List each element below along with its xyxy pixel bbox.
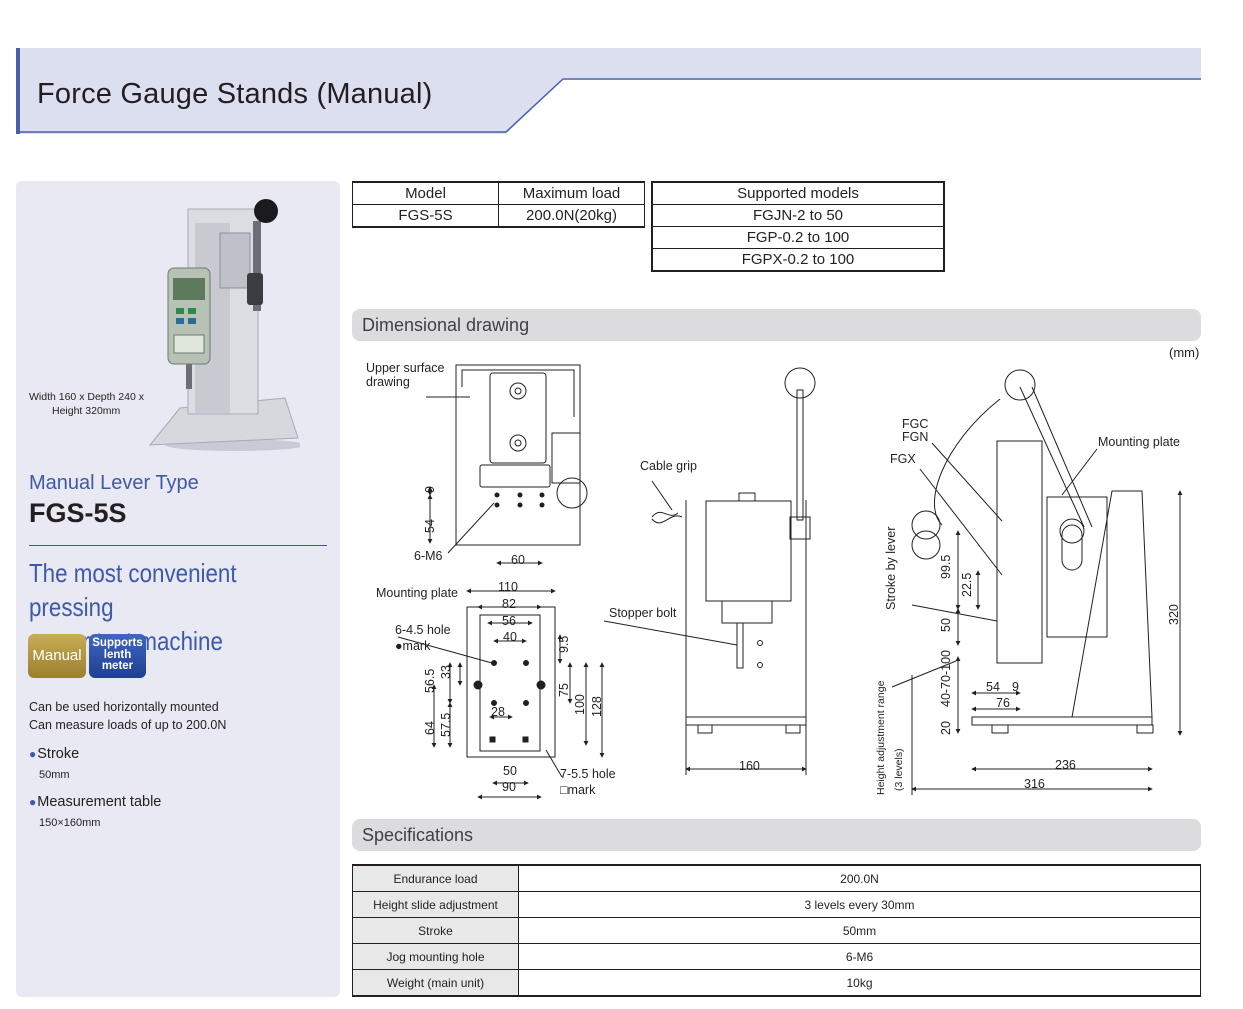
table-cell: FGP-0.2 to 100 <box>651 226 945 249</box>
label-hole-5-5: 7-5.5 hole <box>560 767 616 781</box>
label-hole-4-5: 6-4.5 hole <box>395 623 451 637</box>
bullet-title: Measurement table <box>29 794 161 810</box>
bullet-value: 150×160mm <box>39 817 101 829</box>
tagline-line-1: The most convenient pressing <box>29 558 237 622</box>
table-cell: FGS-5S <box>352 204 499 228</box>
dim-56-5: 56.5 <box>423 669 437 693</box>
label-mounting-plate: Mounting plate <box>376 586 458 600</box>
dim-128: 128 <box>590 696 604 717</box>
dim-160: 160 <box>739 759 760 773</box>
section-bar-specs <box>352 819 1201 851</box>
feature-2: Can measure loads of up to 200.0N <box>29 718 227 732</box>
badge-length-meter: Supports lenth meter <box>89 634 146 678</box>
label-dot-mark: ●mark <box>395 639 431 653</box>
spec-label: Endurance load <box>352 864 519 892</box>
supported-models-table: Supported models FGJN-2 to 50 FGP-0.2 to… <box>651 181 945 272</box>
spec-value: 3 levels every 30mm <box>518 891 1201 918</box>
dim-9-side: 9 <box>1012 680 1019 694</box>
page-title: Force Gauge Stands (Manual) <box>37 78 433 110</box>
dim-33: 33 <box>439 665 453 679</box>
dimensions-note-2: Height 320mm <box>52 405 121 417</box>
table-header: Supported models <box>651 181 945 205</box>
label-6-m6: 6-M6 <box>414 549 443 563</box>
spec-label: Weight (main unit) <box>352 969 519 997</box>
dim-75: 75 <box>557 683 571 697</box>
table-cell: FGJN-2 to 50 <box>651 204 945 227</box>
label-upper-surface-2: drawing <box>366 375 410 389</box>
dim-20: 20 <box>939 721 953 735</box>
badge-length-line-3: meter <box>101 660 134 672</box>
dim-100: 100 <box>573 694 587 715</box>
dimensions-note-1: Width 160 x Depth 240 x <box>29 391 144 403</box>
dim-316: 316 <box>1024 777 1045 791</box>
dimensional-drawing: Upper surface drawing 6-M6 Mounting plat… <box>366 361 1183 800</box>
badge-manual: Manual <box>28 634 86 678</box>
product-photo <box>148 199 300 451</box>
spec-label: Stroke <box>352 917 519 944</box>
spec-value: 50mm <box>518 917 1201 944</box>
dim-64: 64 <box>423 721 437 735</box>
label-fgn: FGN <box>902 430 928 444</box>
dim-99-5: 99.5 <box>939 555 953 579</box>
model-table: Model Maximum load FGS-5S 200.0N(20kg) <box>352 181 645 228</box>
dim-110: 110 <box>498 580 518 594</box>
badge-length-line-2: lenth <box>103 648 132 661</box>
feature-1: Can be used horizontally mounted <box>29 700 219 714</box>
dim-50: 50 <box>503 764 517 778</box>
dim-22-5: 22.5 <box>960 573 974 597</box>
label-stopper-bolt: Stopper bolt <box>609 606 677 620</box>
badge-length-line-1: Supports <box>92 637 143 649</box>
spec-value: 200.0N <box>518 864 1201 892</box>
label-square-mark: □mark <box>560 783 596 797</box>
label-height-adjust-2: (3 levels) <box>893 748 905 791</box>
dim-54-side: 54 <box>986 680 1000 694</box>
dim-60: 60 <box>511 553 525 567</box>
specifications-table: Endurance load 200.0N Height slide adjus… <box>352 864 1201 997</box>
type-label: Manual Lever Type <box>29 472 199 494</box>
dim-76: 76 <box>996 696 1010 710</box>
label-fgc: FGC <box>902 417 928 431</box>
label-upper-surface-1: Upper surface <box>366 361 445 375</box>
header-banner <box>16 48 1201 134</box>
table-row: Height slide adjustment 3 levels every 3… <box>352 891 1201 918</box>
spec-value: 6-M6 <box>518 943 1201 970</box>
dim-40: 40 <box>503 630 517 644</box>
dim-40-70-100: 40-70-100 <box>939 650 953 707</box>
label-cable-grip: Cable grip <box>640 459 697 473</box>
spec-label: Jog mounting hole <box>352 943 519 970</box>
label-stroke-by-lever: Stroke by lever <box>884 527 898 610</box>
label-fgx: FGX <box>890 452 916 466</box>
table-row: Stroke 50mm <box>352 917 1201 944</box>
label-mounting-plate-side: Mounting plate <box>1098 435 1180 449</box>
table-row: Endurance load 200.0N <box>352 864 1201 892</box>
divider <box>29 545 327 546</box>
dim-82: 82 <box>502 597 516 611</box>
dim-57-5: 57.5 <box>439 713 453 737</box>
section-bar-drawing <box>352 309 1201 341</box>
section-title-drawing: Dimensional drawing <box>362 315 530 335</box>
section-title-specs: Specifications <box>362 825 474 845</box>
dim-320: 320 <box>1167 604 1181 625</box>
table-row: Weight (main unit) 10kg <box>352 969 1201 997</box>
label-height-adjust-1: Height adjustment range <box>875 680 887 795</box>
dim-236: 236 <box>1055 758 1076 772</box>
bullet-value: 50mm <box>39 769 70 781</box>
table-row: Jog mounting hole 6-M6 <box>352 943 1201 970</box>
table-header: Model <box>352 181 499 205</box>
unit-label: (mm) <box>1169 345 1200 360</box>
bullet-title: Stroke <box>29 746 79 762</box>
spec-value: 10kg <box>518 969 1201 997</box>
table-cell: FGPX-0.2 to 100 <box>651 248 945 272</box>
table-cell: 200.0N(20kg) <box>498 204 645 228</box>
dim-56: 56 <box>502 614 516 628</box>
dim-28: 28 <box>491 705 505 719</box>
dim-50-side: 50 <box>939 618 953 632</box>
dim-9: 9 <box>423 486 437 493</box>
table-header: Maximum load <box>498 181 645 205</box>
dim-90: 90 <box>502 780 516 794</box>
dim-9-5: 9.5 <box>557 636 571 653</box>
dim-54: 54 <box>423 519 437 533</box>
spec-label: Height slide adjustment <box>352 891 519 918</box>
model-name: FGS-5S <box>29 498 127 528</box>
